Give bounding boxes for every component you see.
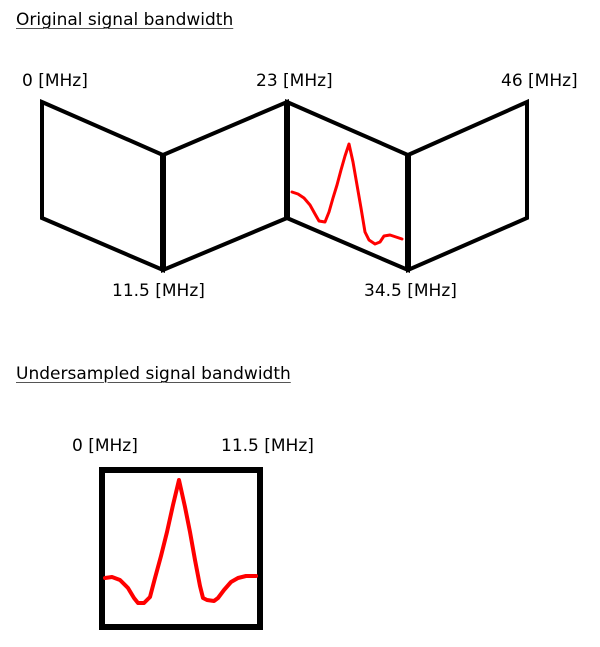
undersampled-label-11-5-mhz: 11.5 [MHz]	[221, 436, 314, 456]
nyquist-zone-1	[40, 98, 165, 274]
original-signal-trace	[290, 142, 404, 246]
original-bandwidth-title: Original signal bandwidth	[16, 10, 234, 30]
undersampled-bandwidth-title: Undersampled signal bandwidth	[16, 364, 291, 384]
nyquist-zone-4	[406, 98, 529, 274]
undersampled-signal-trace	[103, 478, 258, 605]
label-46-mhz: 46 [MHz]	[501, 71, 578, 91]
label-23-mhz: 23 [MHz]	[256, 71, 333, 91]
nyquist-zone-2	[161, 98, 289, 274]
undersampled-frame	[99, 467, 263, 630]
undersampled-label-0-mhz: 0 [MHz]	[72, 436, 138, 456]
label-0-mhz: 0 [MHz]	[22, 71, 88, 91]
label-34-5-mhz: 34.5 [MHz]	[364, 281, 457, 301]
label-11-5-mhz: 11.5 [MHz]	[112, 281, 205, 301]
nyquist-zone-3	[285, 98, 410, 274]
